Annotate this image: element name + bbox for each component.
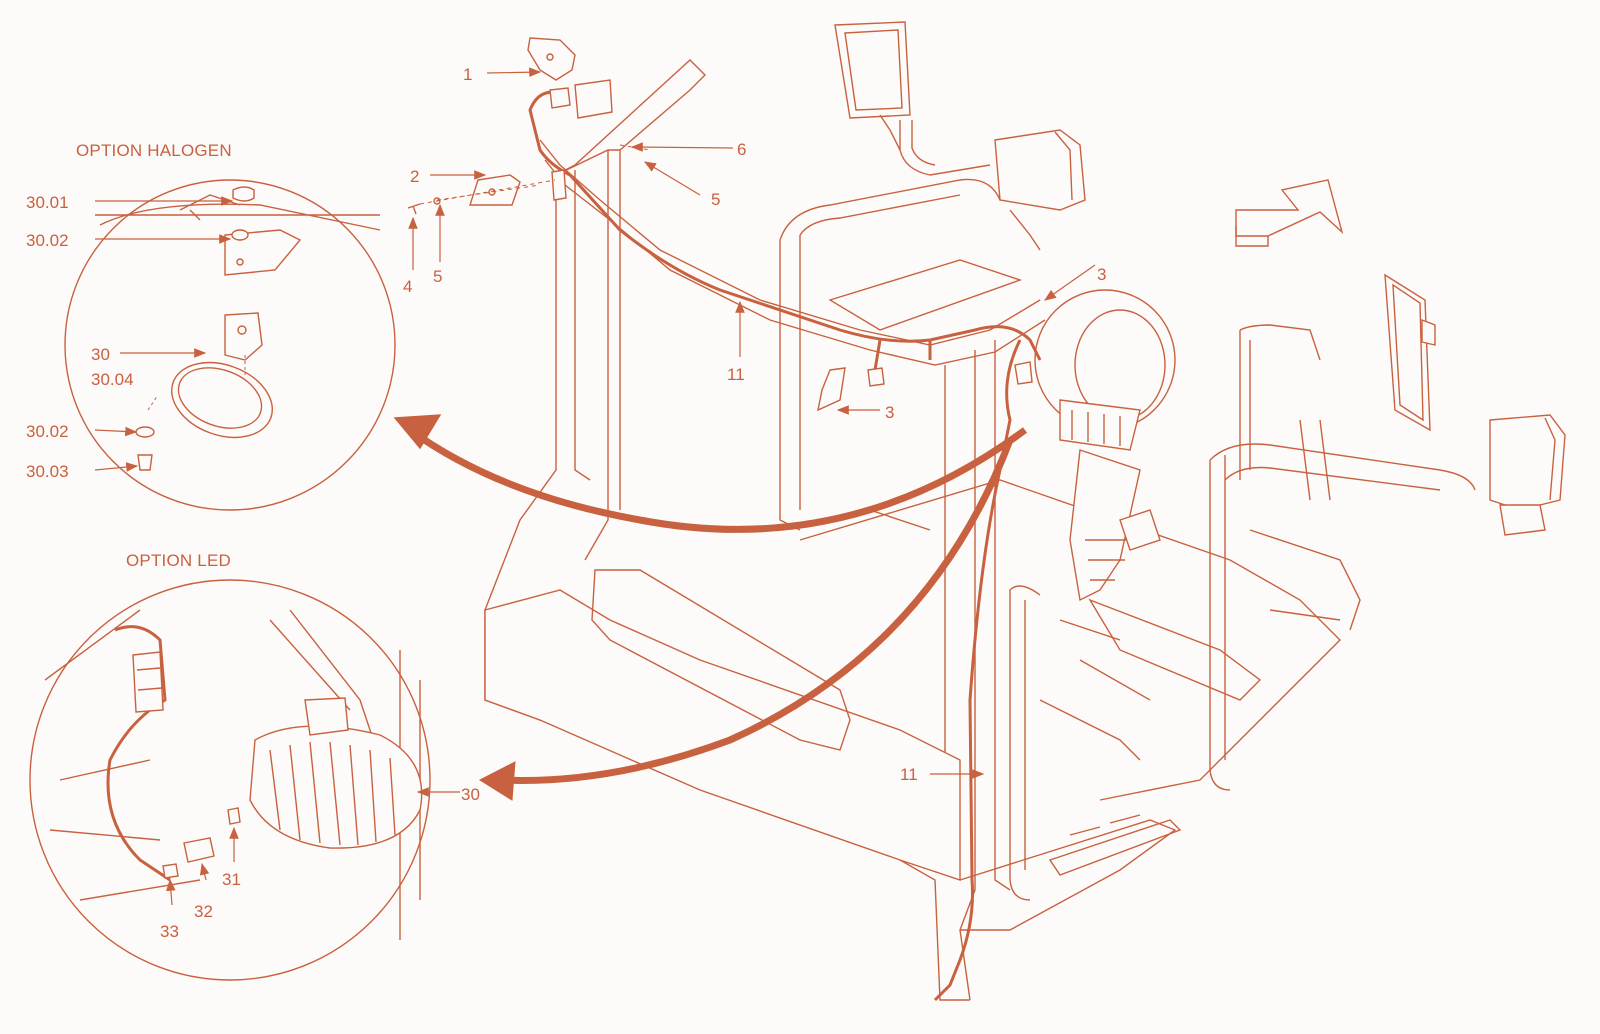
halogen-inset bbox=[64, 179, 396, 511]
callout-6: 6 bbox=[737, 140, 746, 159]
callout-5-lower: 5 bbox=[433, 267, 442, 286]
label-33: 33 bbox=[160, 922, 179, 941]
machine-frame bbox=[484, 59, 1476, 1001]
bracket-part-1 bbox=[527, 37, 576, 81]
cable-harness bbox=[528, 87, 1042, 1002]
bolt-part-4 bbox=[407, 203, 421, 215]
forward-arrow-icon bbox=[1235, 179, 1344, 247]
work-light-top bbox=[994, 129, 1086, 251]
label-30-01: 30.01 bbox=[26, 193, 69, 212]
label-31: 31 bbox=[222, 870, 241, 889]
arrow-head-led bbox=[478, 761, 516, 801]
arrow-to-led-inset bbox=[499, 438, 1014, 784]
label-30-02-top: 30.02 bbox=[26, 231, 69, 250]
arrow-to-halogen-inset bbox=[407, 427, 1028, 533]
label-30-led: 30 bbox=[461, 785, 480, 804]
mirror-right bbox=[1384, 273, 1436, 432]
bracket-part-3 bbox=[817, 367, 846, 412]
steering-head bbox=[1034, 289, 1176, 602]
label-30-02-bottom: 30.02 bbox=[26, 422, 69, 441]
callout-3-lower: 3 bbox=[885, 403, 894, 422]
arrow-head-halogen bbox=[393, 414, 442, 450]
label-30-04: 30.04 bbox=[91, 370, 134, 389]
label-30-halogen: 30 bbox=[91, 345, 110, 364]
callout-leaders bbox=[408, 67, 1096, 779]
callout-11-lower: 11 bbox=[900, 765, 918, 784]
dashed-link-lines bbox=[419, 144, 976, 880]
label-32: 32 bbox=[194, 902, 213, 921]
callout-3-upper: 3 bbox=[1097, 265, 1106, 284]
mirror-left bbox=[834, 21, 911, 151]
work-light-right bbox=[1489, 414, 1566, 536]
led-option-title: OPTION LED bbox=[126, 551, 231, 570]
callout-11-upper: 11 bbox=[727, 365, 745, 384]
halogen-option-title: OPTION HALOGEN bbox=[76, 141, 232, 160]
callout-4: 4 bbox=[403, 277, 412, 296]
callout-2: 2 bbox=[410, 167, 419, 186]
bracket-part-2 bbox=[469, 174, 521, 206]
callout-5-upper: 5 bbox=[711, 190, 720, 209]
callout-1: 1 bbox=[463, 65, 472, 84]
led-inset bbox=[29, 579, 460, 981]
label-30-03: 30.03 bbox=[26, 462, 69, 481]
